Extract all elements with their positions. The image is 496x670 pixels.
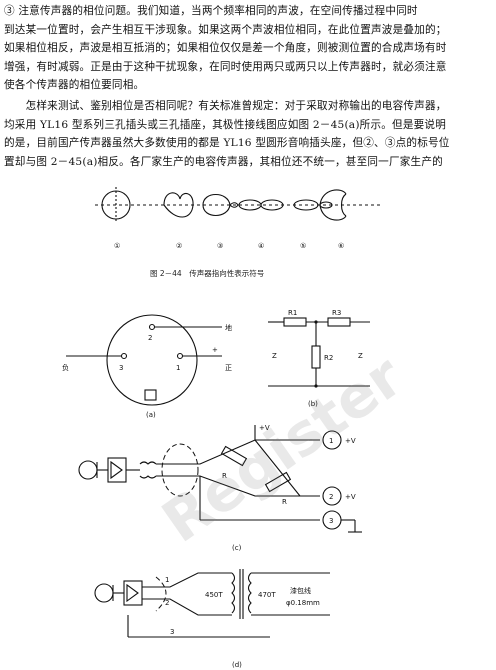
text-line: 置却与图 2－45(a)相反。各厂家生产的电容传声器，其相位还不统一，甚至同一厂…: [4, 155, 443, 168]
resistor-label: R: [222, 472, 227, 480]
text-line: ③ 注意传声器的相位问题。我们知道，当两个频率相同的声波，在空间传播过程中同时: [4, 5, 418, 17]
symbol-label: ②: [176, 242, 182, 250]
voltage-label: +V: [345, 493, 356, 501]
microphone-icon: [94, 583, 114, 603]
figure-2-45-c: +V R R 1 +V 2 +V 3 (c): [78, 424, 362, 552]
impedance-label: Z: [358, 352, 363, 360]
symbol-label: ③: [217, 242, 223, 250]
wire-label: 漆包线: [290, 586, 311, 595]
figure-2-45-ab: 2 3 1 地 负 + 正 (a) R1 R3 R2 Z Z (b): [62, 309, 370, 419]
figure-caption: 图 2－44 传声器指向性表示符号: [150, 268, 264, 278]
text-line: 的是，目前国产传声器虽然大多数使用的都是 YL16 型圆形音响插头座，但②、③点…: [4, 137, 450, 149]
ground-label: 地: [225, 323, 232, 332]
figure-2-44: ① ② ③ ④ ⑤ ⑥ 图 2－44 传声器指向性表示符号: [95, 187, 380, 278]
pin-label: 1: [176, 364, 180, 372]
terminal-label: 1: [329, 437, 333, 445]
plus-sign: +: [212, 346, 218, 354]
subfigure-label: (c): [232, 544, 242, 552]
resistor-label: R: [282, 498, 287, 506]
resistor-network-b: R1 R3 R2 Z Z (b): [268, 309, 370, 408]
symbol-label: ④: [258, 242, 264, 250]
pin-label: 2: [148, 334, 152, 342]
positive-label: 正: [225, 364, 232, 372]
text-line: 增强，有时减弱。正是由于这种干扰现象，在同时使用两只或两只以上传声器时，就必须注…: [4, 60, 447, 73]
phase-test-circuit-c: +V R R 1 +V 2 +V 3 (c): [78, 424, 362, 552]
subfigure-label: (b): [308, 400, 318, 408]
text-line: 到达某一位置时，会产生相互干涉现象。如果这两个声波相位相同，在此位置声波是叠加的…: [4, 23, 447, 36]
transformer-circuit-d: 1 2 3 450T 470T 漆包线 φ0.18mm (d): [94, 569, 330, 669]
node-label: 1: [165, 576, 169, 584]
winding-label: 450T: [205, 591, 223, 599]
wire-spec: φ0.18mm: [286, 599, 320, 607]
terminal-label: 3: [329, 517, 333, 525]
figure-2-45-d: 1 2 3 450T 470T 漆包线 φ0.18mm (d): [94, 569, 330, 669]
pin-label: 3: [119, 364, 123, 372]
microphone-icon: [78, 460, 98, 480]
subfigure-label: (d): [232, 661, 242, 669]
text-line: 怎样来测试、鉴别相位是否相同呢？有关标准曾规定：对于采取对称输出的电容传声器，: [4, 100, 447, 112]
cardioid-symbol: [163, 192, 194, 218]
voltage-label: +V: [259, 424, 270, 432]
impedance-label: Z: [272, 352, 277, 360]
symbol-label: ⑥: [338, 242, 344, 250]
text-line: 均采用 YL16 型系列三孔插头或三孔插座，其极性接线图应如图 2－45(a)所…: [4, 118, 446, 131]
symbol-label: ⑤: [300, 242, 306, 250]
shotgun-symbol: [293, 199, 319, 211]
symbol-label: ①: [114, 242, 120, 250]
resistor-label: R3: [332, 309, 341, 317]
voltage-label: +V: [345, 437, 356, 445]
node-label: 3: [170, 628, 174, 636]
hypercardioid-symbol: [319, 189, 347, 221]
directivity-symbols: [95, 187, 380, 223]
node-label: 2: [165, 599, 169, 607]
subfigure-label: (a): [146, 411, 156, 419]
negative-label: 负: [62, 363, 69, 372]
terminal-label: 2: [329, 493, 333, 501]
text-line: 如果相位相反，声波是相互抵消的；如果相位仅仅是差一个角度，则被测位置的合成声场有…: [4, 42, 447, 54]
plug-diagram-a: 2 3 1 地 负 + 正 (a): [62, 314, 232, 419]
winding-label: 470T: [258, 591, 276, 599]
paragraph-phase-test: 怎样来测试、鉴别相位是否相同呢？有关标准曾规定：对于采取对称输出的电容传声器， …: [4, 97, 492, 171]
paragraph-phase-note: ③ 注意传声器的相位问题。我们知道，当两个频率相同的声波，在空间传播过程中同时 …: [4, 2, 492, 95]
resistor-label: R1: [288, 309, 297, 317]
resistor-label: R2: [324, 354, 333, 362]
text-line: 使各个传声器的相位要同相。: [4, 79, 145, 91]
